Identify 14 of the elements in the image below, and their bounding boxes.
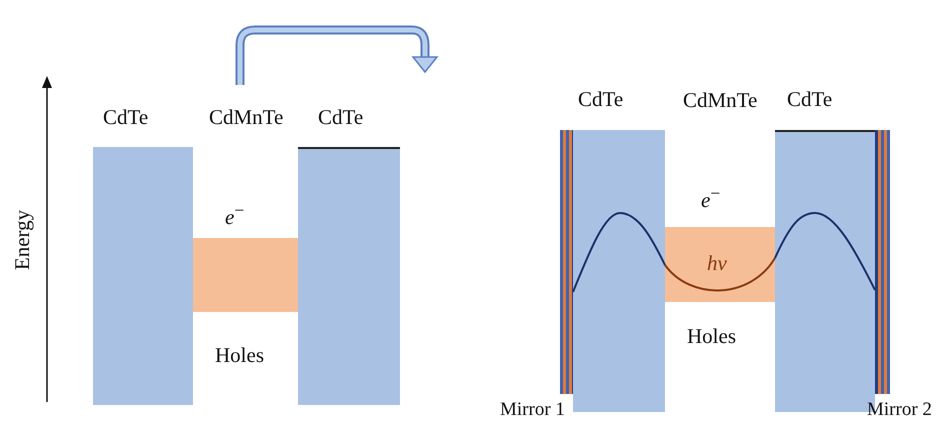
axis-label: Energy bbox=[10, 210, 34, 270]
photon-label: hν bbox=[707, 251, 727, 275]
material-label: e$^{−}$ bbox=[225, 199, 244, 229]
material-label: CdMnTe bbox=[683, 88, 758, 112]
material-label: CdTe bbox=[103, 105, 148, 129]
material-label: e$^{−}$ bbox=[701, 182, 720, 212]
material-label: CdTe bbox=[787, 87, 832, 111]
carrier-label: Holes bbox=[215, 343, 264, 367]
material-label: CdTe bbox=[578, 87, 624, 111]
material-label: CdMnTe bbox=[209, 105, 284, 129]
mirror-label: Mirror 1 bbox=[500, 398, 565, 422]
material-label: CdTe bbox=[318, 105, 364, 129]
carrier-label: Holes bbox=[687, 324, 736, 348]
mirror-label: Mirror 2 bbox=[867, 398, 932, 422]
